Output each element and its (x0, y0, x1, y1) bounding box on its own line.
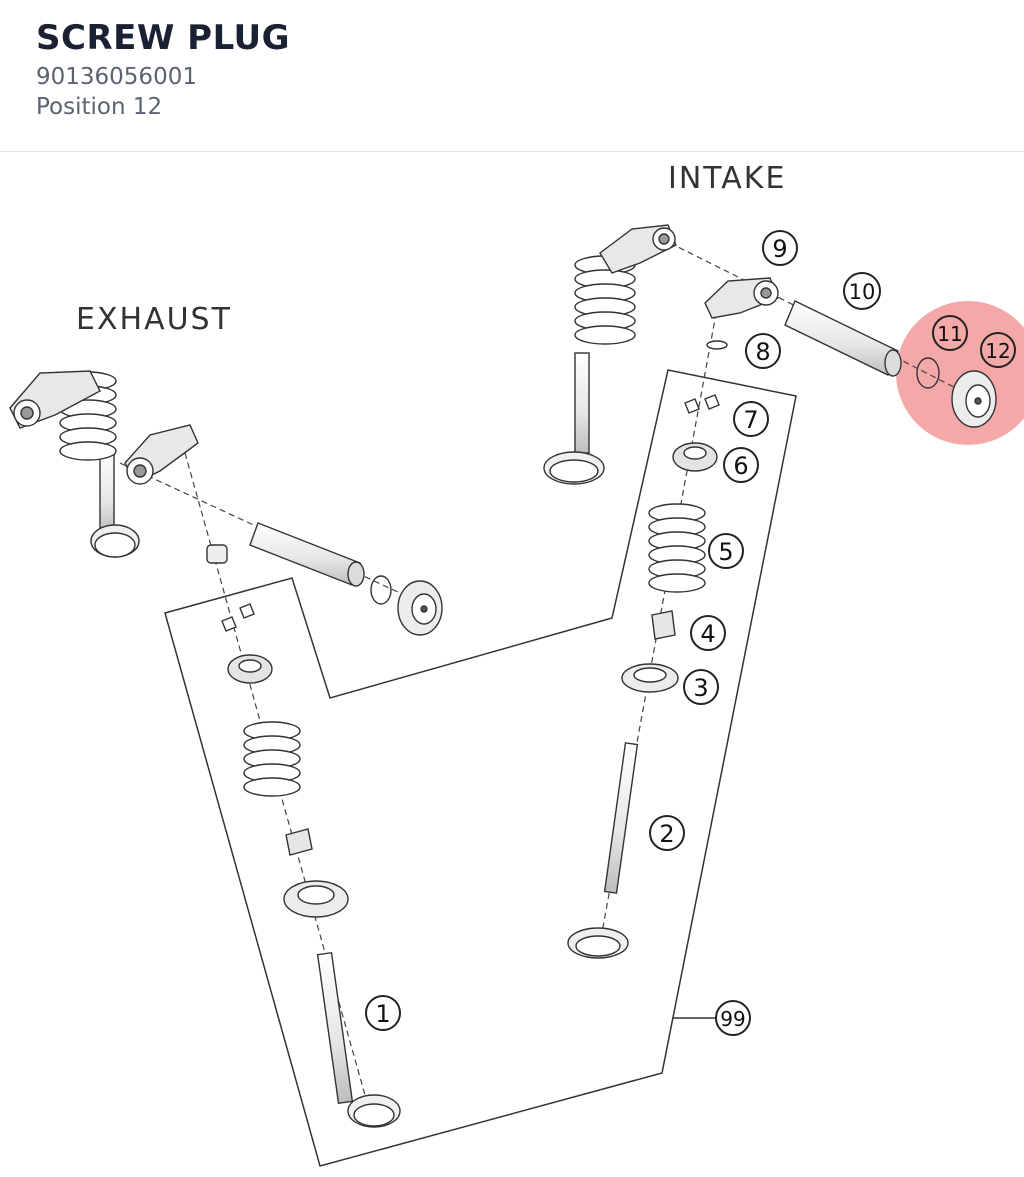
valve-set-frame (164, 369, 797, 1167)
callout-10-label: 10 (849, 280, 876, 304)
callout-4-label: 4 (700, 620, 715, 648)
callout-6[interactable]: 6 (723, 447, 759, 483)
part-number: 90136056001 (36, 64, 197, 90)
callout-9[interactable]: 9 (762, 230, 798, 266)
callout-1[interactable]: 1 (365, 995, 401, 1031)
screw-plug-assembly (916, 357, 997, 428)
callout-8-label: 8 (755, 338, 770, 366)
callout-6-label: 6 (733, 452, 748, 480)
intake-label: INTAKE (668, 161, 786, 196)
exhaust-rocker-arm (124, 424, 199, 485)
callout-4[interactable]: 4 (690, 615, 726, 651)
callout-3[interactable]: 3 (683, 669, 719, 705)
part-title: SCREW PLUG (36, 18, 291, 58)
callout-8[interactable]: 8 (745, 333, 781, 369)
exploded-parts-diagram: INTAKE EXHAUST (9, 161, 1024, 1167)
callout-3-label: 3 (693, 674, 708, 702)
callout-99[interactable]: 99 (715, 1000, 751, 1036)
callout-1-label: 1 (375, 1000, 390, 1028)
part-header: SCREW PLUG 90136056001 Position 12 (0, 0, 1024, 152)
callout-9-label: 9 (772, 235, 787, 263)
intake-rocker-arm (704, 277, 779, 319)
exhaust-valve-parts (206, 544, 401, 1128)
intake-valve-parts (567, 340, 728, 959)
callout-2[interactable]: 2 (649, 815, 685, 851)
callout-5-label: 5 (718, 538, 733, 566)
callout-12-label: 12 (985, 339, 1010, 363)
callout-10[interactable]: 10 (843, 272, 881, 310)
callout-2-label: 2 (659, 820, 674, 848)
callout-7-label: 7 (743, 406, 758, 434)
exhaust-installed-valve (9, 370, 140, 558)
intake-rocker-shaft (784, 300, 902, 377)
intake-installed-valve (543, 224, 677, 485)
o-ring-part (916, 357, 940, 389)
callout-11-label: 11 (937, 322, 962, 346)
callout-7[interactable]: 7 (733, 401, 769, 437)
callout-11[interactable]: 11 (932, 315, 968, 351)
exhaust-label: EXHAUST (76, 302, 232, 337)
exhaust-rocker-shaft (249, 522, 443, 636)
callout-5[interactable]: 5 (708, 533, 744, 569)
part-position: Position 12 (36, 94, 163, 120)
callout-12[interactable]: 12 (980, 332, 1016, 368)
callout-99-label: 99 (720, 1007, 745, 1031)
